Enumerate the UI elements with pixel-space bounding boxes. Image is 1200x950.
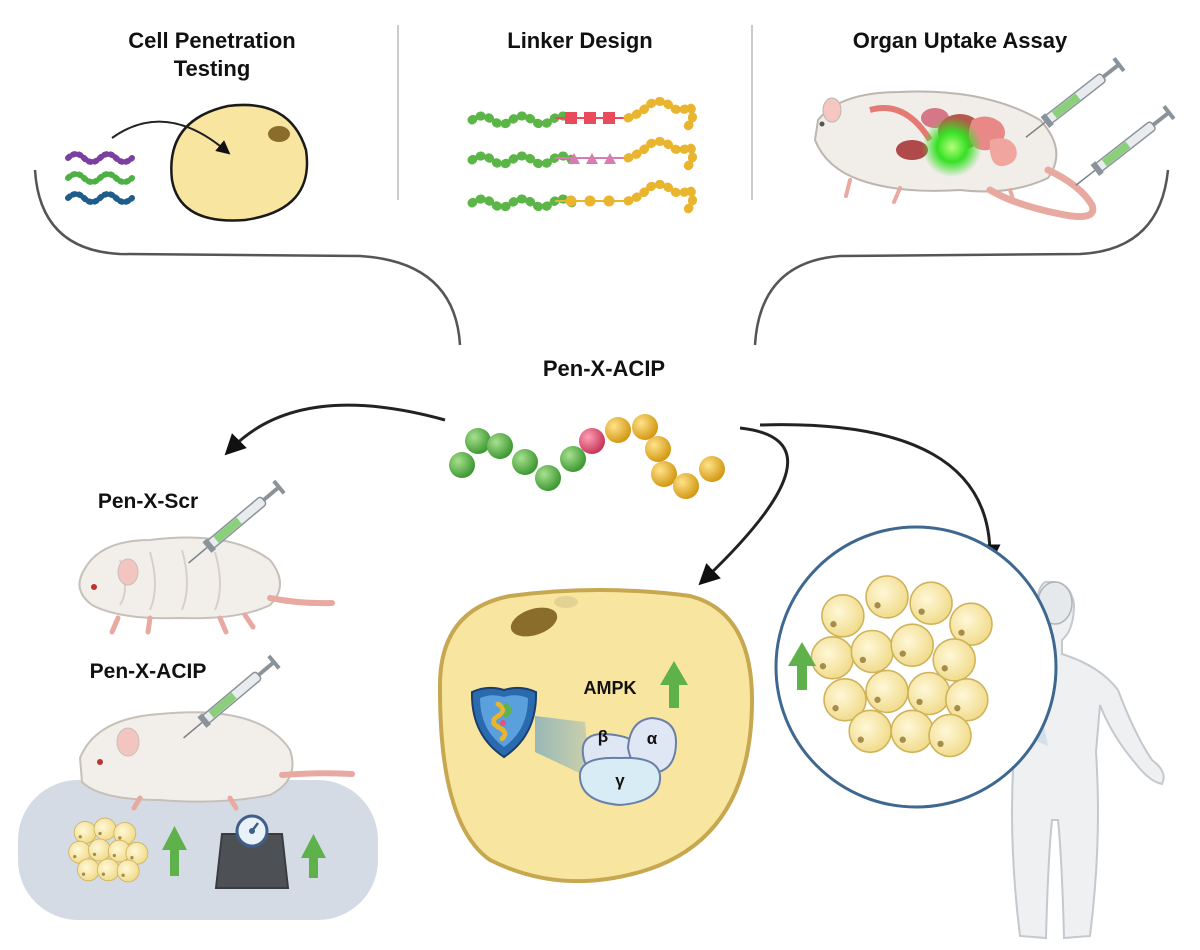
up-arrow-icon	[162, 826, 187, 876]
linker-row-squares	[467, 96, 698, 131]
peptide-chain	[449, 414, 725, 499]
interaction-beam	[535, 716, 590, 778]
top-band	[33, 25, 1170, 346]
panel-linker-design: Linker Design	[467, 28, 698, 214]
shield-icon	[470, 686, 538, 759]
peptide-chains	[65, 151, 135, 205]
panel-title: Organ Uptake Assay	[853, 28, 1068, 53]
subunit-alpha: α	[647, 729, 658, 748]
flow-arrows	[224, 403, 1001, 586]
center-peptide: Pen-X-ACIP	[449, 356, 725, 499]
ampk-label: AMPK	[584, 678, 637, 698]
penetration-arrow	[111, 120, 231, 155]
center-title: Pen-X-ACIP	[543, 356, 665, 381]
up-arrow-icon	[660, 661, 688, 708]
panel-title-line1: Cell Penetration	[128, 28, 295, 53]
mice-section: Pen-X-Scr Pen-X-ACIP	[18, 478, 378, 920]
arrow-to-adipocyte	[698, 426, 790, 586]
scale-icon	[214, 814, 290, 889]
arrow-to-human	[759, 423, 1001, 566]
linker-row-circles	[467, 179, 698, 214]
up-arrow-icon	[301, 834, 326, 878]
syringe-icon	[1070, 104, 1177, 193]
linker-row-triangles	[467, 136, 698, 171]
nucleus	[510, 607, 558, 637]
panel-title: Linker Design	[507, 28, 652, 53]
panel-cell-penetration: Cell Penetration Testing	[65, 28, 309, 222]
subunit-beta: β	[598, 727, 608, 746]
panel-organ-uptake: Organ Uptake Assay	[813, 28, 1177, 220]
control-label: Pen-X-Scr	[98, 490, 198, 513]
target-cell	[170, 103, 309, 222]
subunit-gamma: γ	[615, 771, 625, 790]
panel-title-line2: Testing	[174, 56, 251, 81]
treated-label: Pen-X-ACIP	[90, 660, 207, 683]
uptake-glow	[922, 117, 982, 177]
ampk-complex: β α γ	[578, 716, 678, 807]
up-arrow-icon	[788, 642, 816, 690]
human-section	[774, 525, 1165, 940]
mouse-icon	[78, 536, 335, 635]
adipocyte-section: AMPK β α γ	[437, 588, 755, 884]
arrow-to-mice	[224, 403, 446, 456]
mouse-icon	[813, 90, 1097, 220]
mouse-icon	[78, 711, 355, 811]
linker-bead	[579, 428, 605, 454]
